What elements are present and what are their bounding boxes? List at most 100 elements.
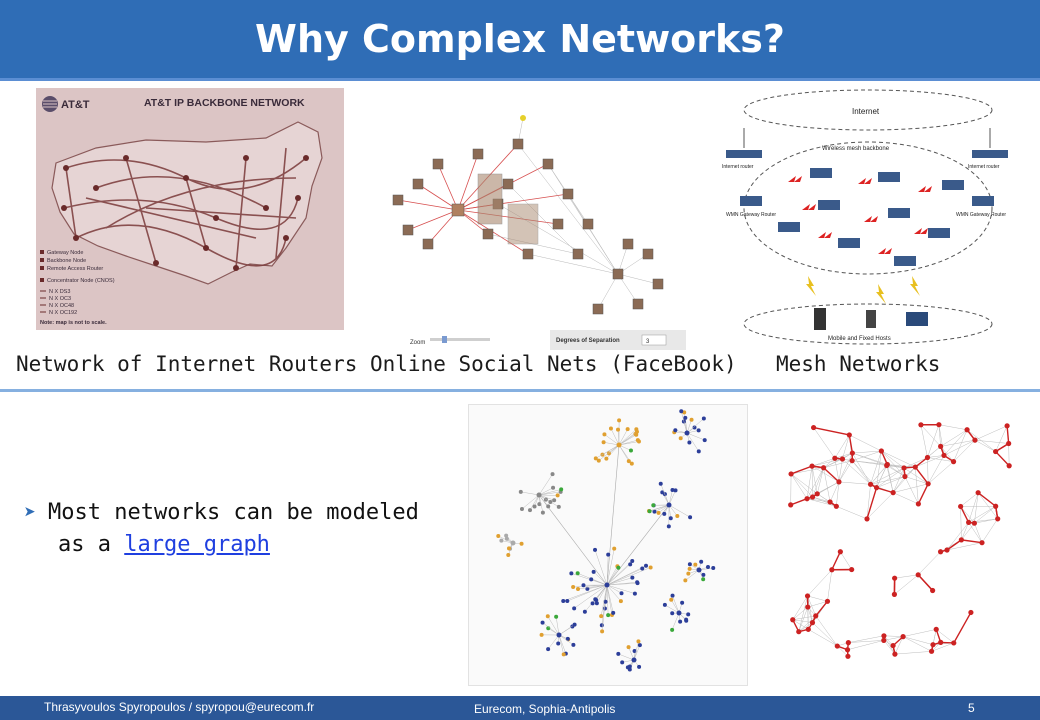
graph-node	[504, 533, 509, 538]
mesh-node	[951, 640, 957, 646]
phone-icon	[866, 310, 876, 328]
graph-hub	[684, 430, 690, 436]
graph-node	[616, 565, 621, 570]
backbone-label: Wireless mesh backbone	[822, 146, 890, 152]
graph-node	[506, 546, 511, 551]
footer-author: Thrasyvoulos Spyropoulos / spyropou@eure…	[44, 700, 315, 714]
mesh-node	[966, 519, 972, 525]
graph-node	[640, 566, 645, 571]
graph-node	[701, 577, 706, 582]
graph-node	[499, 538, 504, 543]
graph-node	[606, 552, 611, 557]
mesh-node	[941, 452, 947, 458]
section-divider	[0, 389, 1040, 392]
mesh-node	[968, 609, 974, 616]
mesh-node	[925, 481, 931, 487]
mesh-node	[820, 465, 827, 471]
mesh-node	[836, 479, 842, 485]
bullet-arrow-icon: ➤	[24, 500, 37, 524]
graph-node	[559, 487, 564, 492]
internet-label: Internet	[852, 107, 880, 116]
mesh-node	[995, 516, 1001, 522]
att-logo: AT&T	[61, 99, 90, 111]
graph-node	[680, 600, 685, 605]
mesh-node	[829, 567, 835, 573]
mesh-node	[867, 481, 874, 487]
graph-node	[693, 562, 698, 567]
graph-node	[683, 578, 688, 583]
graph-node	[582, 609, 587, 614]
mesh-node	[890, 642, 896, 649]
svg-text:N X DS3: N X DS3	[49, 289, 70, 295]
graph-node	[687, 440, 692, 445]
graph-node	[548, 500, 553, 505]
graph-node	[600, 629, 605, 634]
graph-node	[546, 626, 551, 631]
wireless-link-icon	[788, 176, 932, 254]
svg-text:Remote Access Router: Remote Access Router	[47, 266, 103, 272]
graph-node	[589, 577, 594, 582]
graph-node	[658, 481, 663, 486]
mesh-node	[972, 437, 978, 443]
graph-node	[569, 571, 574, 576]
mesh-node	[845, 640, 851, 646]
graph-node	[581, 583, 586, 588]
mesh-node	[849, 450, 855, 456]
graph-node	[571, 642, 576, 647]
graph-node	[637, 643, 642, 648]
graph-node	[552, 498, 557, 503]
graph-node	[540, 620, 545, 625]
graph-node	[678, 436, 683, 441]
graph-hub	[556, 632, 562, 638]
mesh-node	[824, 598, 831, 604]
mesh-node	[844, 647, 851, 653]
graph-node	[696, 449, 701, 454]
graph-node	[662, 511, 667, 516]
graph-node	[634, 427, 639, 432]
mesh-node	[936, 422, 942, 428]
graph-node	[670, 487, 675, 492]
mesh-node	[891, 591, 898, 597]
mesh-node	[975, 490, 981, 496]
graph-node	[611, 610, 616, 615]
graph-node	[696, 428, 701, 433]
graph-node	[701, 572, 706, 577]
graph-node	[602, 432, 607, 437]
graph-node	[599, 623, 604, 628]
large-graph-link[interactable]: large graph	[124, 532, 270, 557]
mesh-node	[790, 617, 796, 623]
graph-node	[590, 601, 595, 606]
graph-node	[593, 597, 598, 602]
mesh-node	[845, 653, 851, 659]
graph-node	[705, 565, 710, 570]
router-icon	[726, 150, 1008, 266]
title-divider	[0, 78, 1040, 81]
graph-node	[599, 614, 604, 619]
graph-node	[652, 509, 657, 514]
title-bar: Why Complex Networks?	[0, 0, 1040, 78]
graph-node	[670, 611, 675, 616]
graph-node	[632, 591, 637, 596]
graph-node	[612, 546, 617, 551]
graph-node	[666, 524, 671, 529]
graph-node	[619, 591, 624, 596]
mesh-node	[993, 448, 999, 455]
graph-node	[561, 652, 566, 657]
svg-text:Note: map is not to scale.: Note: map is not to scale.	[40, 320, 107, 326]
mesh-node	[833, 503, 839, 509]
degrees-input[interactable]	[641, 334, 667, 346]
zoom-slider[interactable]	[430, 338, 490, 341]
graph-node	[692, 425, 697, 430]
att-logo-icon	[42, 96, 58, 112]
footer-bar: Thrasyvoulos Spyropoulos / spyropou@eure…	[0, 696, 1040, 720]
att-legend: Gateway Node Backbone Node Remote Access…	[40, 250, 115, 326]
zoom-slider-handle[interactable]	[442, 336, 447, 343]
mesh-node	[993, 503, 999, 509]
graph-node	[572, 622, 577, 627]
mesh-node	[804, 496, 810, 502]
graph-node	[635, 581, 640, 586]
svg-text:Concentrator Node (CNOS): Concentrator Node (CNOS)	[47, 278, 115, 284]
degrees-value: 3	[646, 339, 650, 345]
graph-node	[519, 507, 524, 512]
graph-node	[539, 632, 544, 637]
